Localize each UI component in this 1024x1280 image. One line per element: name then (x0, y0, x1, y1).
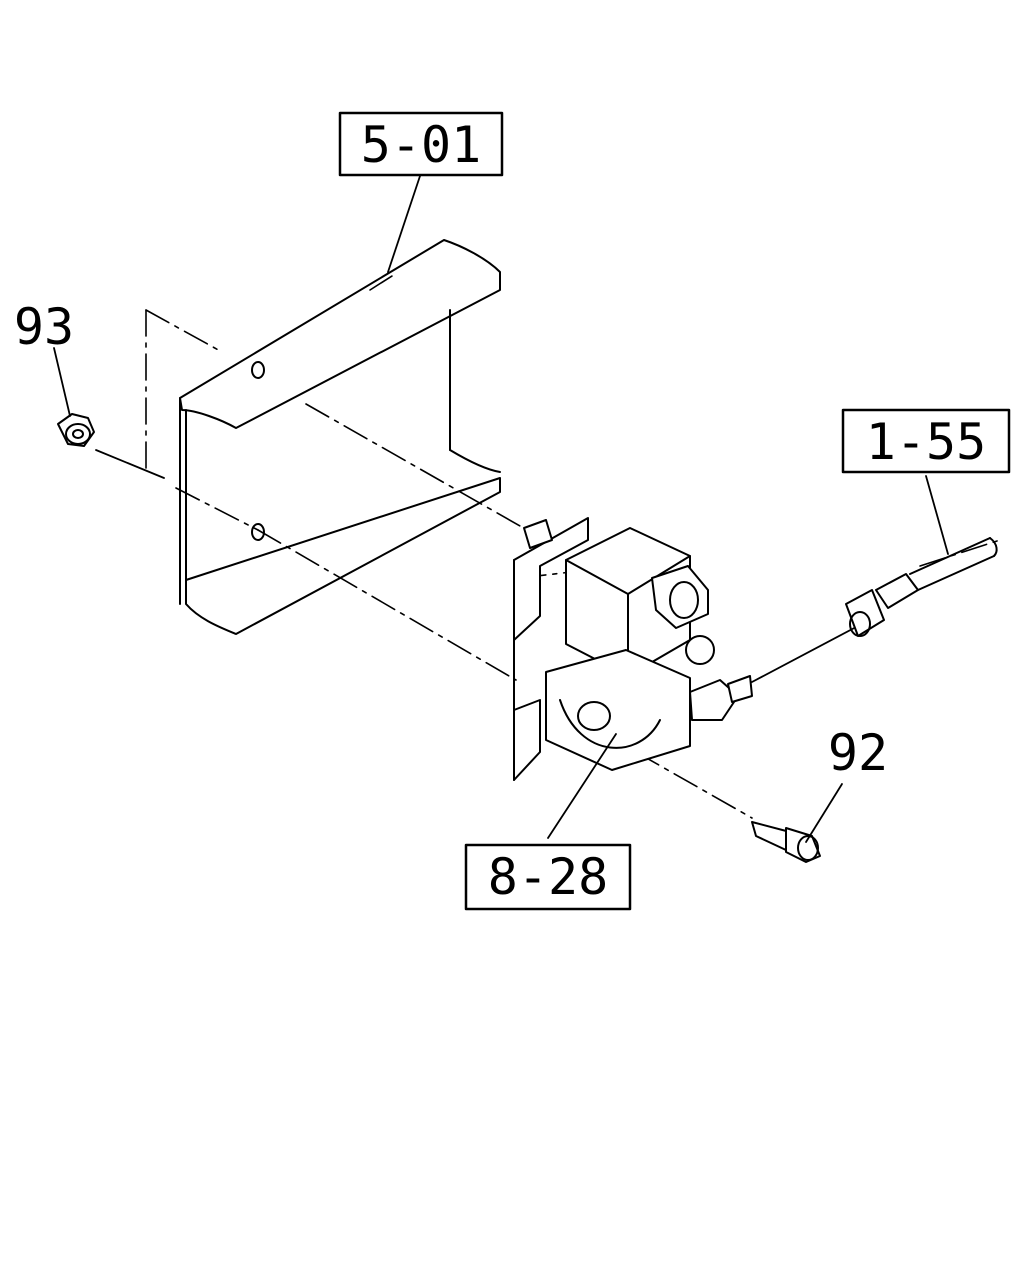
callout-box-8-28 (464, 843, 632, 911)
pipe-axis-line (751, 625, 859, 683)
flange-nut-93 (57, 413, 95, 447)
callout-box-5-01 (338, 111, 504, 177)
item-number-92: 92 (828, 724, 888, 782)
callout-5-01: 5-01 (361, 116, 481, 174)
callout-1-55: 1-55 (866, 413, 986, 471)
leader-lines (53, 175, 949, 843)
nut-axis-line (95, 449, 165, 479)
callout-box-1-55 (841, 408, 1011, 474)
frame-rail-channel (179, 239, 501, 635)
brake-pipe-assembly (845, 537, 998, 637)
valve-assembly (513, 517, 753, 781)
flange-bolt-92 (751, 821, 821, 863)
callout-8-28: 8-28 (488, 848, 608, 906)
item-number-93: 93 (14, 298, 74, 356)
